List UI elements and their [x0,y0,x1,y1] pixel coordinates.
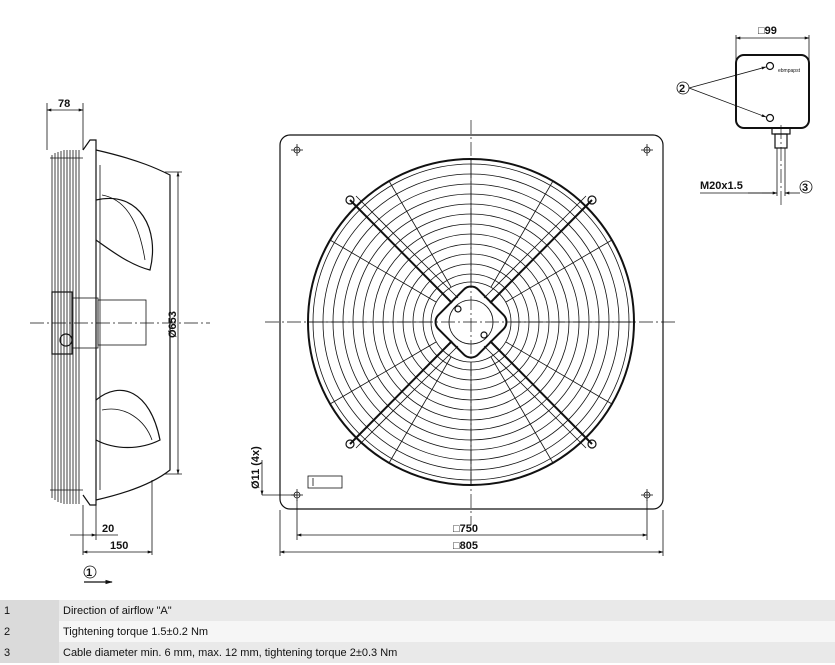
terminal-box-view: □99 ebmpapst 2 M20x1.5 3 [676,25,813,205]
callout-airflow: 1 [86,567,92,579]
motor-hub-front [434,285,508,359]
legend-text: Direction of airflow "A" [59,600,835,621]
front-view: Ø11 (4x) □750 □805 [250,120,678,556]
technical-drawing: 78 [30,25,813,585]
legend-row: 3 Cable diameter min. 6 mm, max. 12 mm, … [0,642,835,663]
side-guard-ribs [50,150,83,504]
dim-side-depth: 78 [58,98,70,110]
dim-diameter: Ø653 [167,311,179,338]
fan-guard [307,158,635,486]
legend-num: 2 [0,621,59,642]
legend-num: 3 [0,642,59,663]
cable-gland-side [59,333,73,347]
terminal-box [735,54,810,129]
legend-row: 2 Tightening torque 1.5±0.2 Nm [0,621,835,642]
rating-plate [307,475,343,489]
dim-hole-spacing: □750 [453,523,478,535]
dim-plate-size: □805 [453,540,478,552]
legend-num: 1 [0,600,59,621]
callout-cable: 3 [802,182,808,194]
dim-total-depth: 150 [110,540,128,552]
dim-thread: M20x1.5 [700,180,743,192]
blade-bottom [95,389,161,449]
blade-top [95,197,154,271]
dim-flange: 20 [102,523,114,535]
callout-airflow-circle [83,565,97,579]
callout-torque: 2 [679,83,685,95]
legend-text: Tightening torque 1.5±0.2 Nm [59,621,835,642]
legend-row: 1 Direction of airflow "A" [0,600,835,621]
legend-table: 1 Direction of airflow "A" 2 Tightening … [0,600,835,663]
legend-text: Cable diameter min. 6 mm, max. 12 mm, ti… [59,642,835,663]
support-struts [345,195,597,449]
side-view: 78 [30,98,210,585]
box-brand-label: ebmpapst [778,68,801,74]
dim-mount-hole: Ø11 (4x) [250,446,262,489]
dim-box-width: □99 [758,25,777,37]
